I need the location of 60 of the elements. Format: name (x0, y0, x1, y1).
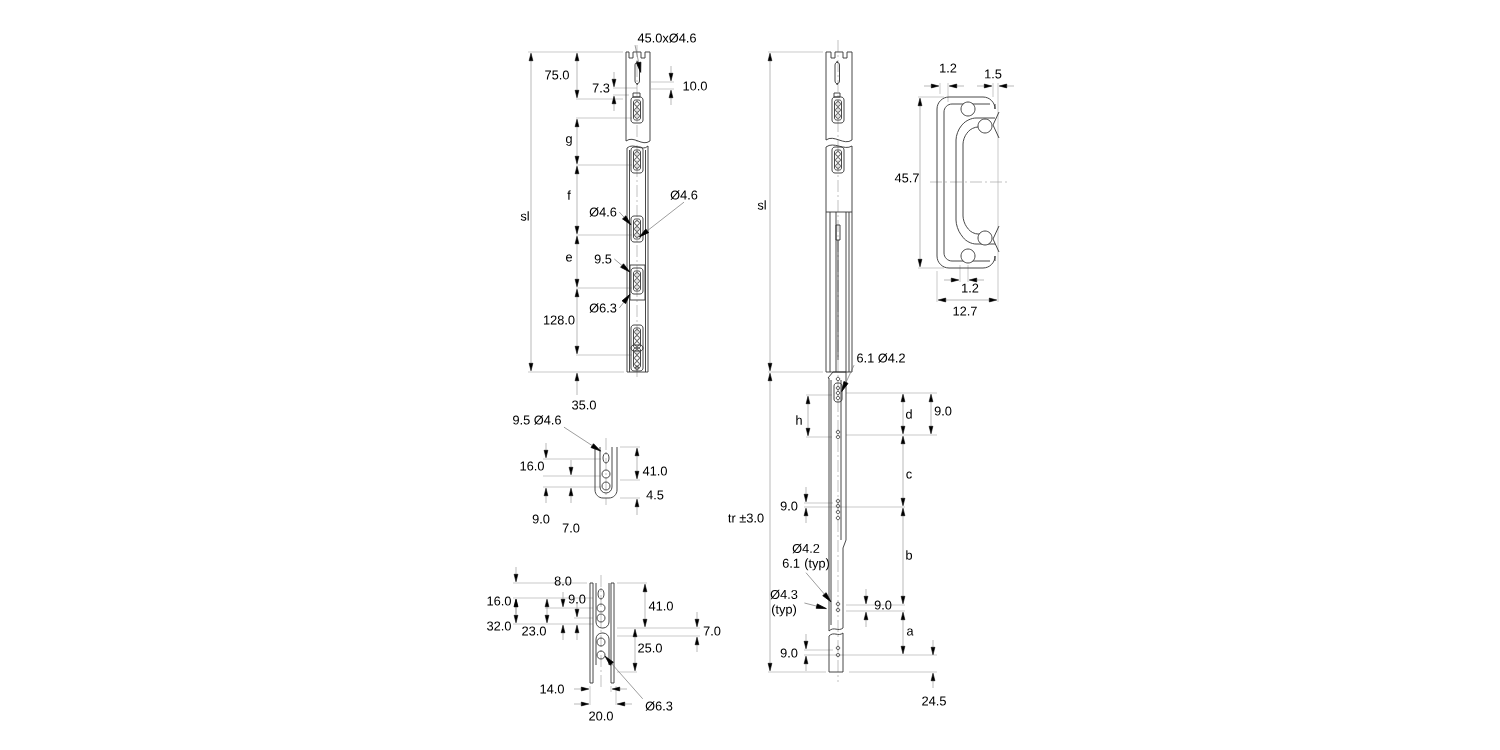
dimension-label: h (796, 415, 802, 425)
dimension-label: a (907, 628, 914, 636)
leader-line (613, 258, 631, 273)
dimension-label: 24.5 (922, 696, 946, 706)
callout-text: 9.5 Ø4.6 (513, 415, 561, 425)
dimension-label: 14.0 (540, 684, 564, 694)
dimension-label: 41.0 (642, 466, 667, 476)
leader-line (618, 293, 631, 309)
dimension-label: 16.0 (487, 596, 511, 606)
callout-text: 6.1 Ø4.2 (857, 353, 905, 363)
bracket-drawing (589, 582, 615, 684)
callout-text: Ø6.3 (645, 701, 673, 711)
leader-line (841, 364, 855, 392)
dimension-label: d (906, 409, 912, 419)
dimension-label: 20.0 (589, 711, 613, 721)
dimension-label: sl (757, 200, 766, 210)
leader-line (638, 201, 685, 238)
dimension-label: tr ±3.0 (728, 513, 764, 523)
dimension-label: 1.2 (940, 63, 957, 73)
leader-line (805, 572, 832, 603)
dimension-label: 9.0 (874, 600, 892, 610)
dimension-label: 32.0 (487, 621, 511, 631)
dimension-label: 12.7 (953, 306, 977, 316)
dimension-label: 4.5 (646, 490, 664, 500)
dimension-label: 35.0 (572, 400, 596, 410)
dimension-label: f (567, 190, 571, 200)
dimension-label: e (566, 254, 572, 262)
dimension-label: 7.0 (703, 626, 721, 636)
dimension-label: 25.0 (638, 643, 662, 653)
callout-text: Ø4.6 (589, 207, 617, 217)
callout-text: Ø4.3 (typ) (770, 589, 798, 617)
dimension-label: 8.0 (554, 576, 572, 586)
callout-text: 45.0xØ4.6 (637, 33, 696, 43)
leader-line (634, 44, 642, 73)
dimension-label: 9.0 (780, 501, 798, 511)
leader-line (618, 211, 632, 226)
callout-text: Ø4.2 6.1 (typ) (782, 543, 830, 571)
leader-line (563, 426, 601, 452)
dimension-label: 9.0 (934, 406, 952, 416)
dimension-label: 75.0 (545, 70, 569, 80)
dimension-label: sl (520, 211, 529, 221)
dimension-label: 23.0 (522, 626, 546, 636)
bracket-drawing (594, 446, 618, 499)
leader-line (604, 655, 644, 700)
slide-rail-drawing (625, 51, 651, 373)
dimension-label: 1.2 (962, 283, 979, 293)
dimension-label: g (566, 136, 572, 146)
dimension-label: b (906, 550, 913, 560)
dimension-label: 7.0 (562, 523, 580, 533)
callout-text: Ø4.6 (670, 190, 698, 200)
dimension-label: 9.0 (780, 648, 798, 658)
dimension-label: c (906, 471, 912, 479)
dimension-label: 7.3 (592, 83, 610, 93)
dimension-label: 128.0 (543, 315, 575, 325)
callout-text: 9.5 (594, 254, 612, 264)
dimension-label: 9.0 (532, 514, 550, 524)
callout-text: Ø6.3 (589, 303, 617, 313)
dimension-label: 1.5 (985, 69, 1002, 79)
leader-line (804, 602, 827, 609)
dimension-label: 10.0 (683, 81, 707, 91)
